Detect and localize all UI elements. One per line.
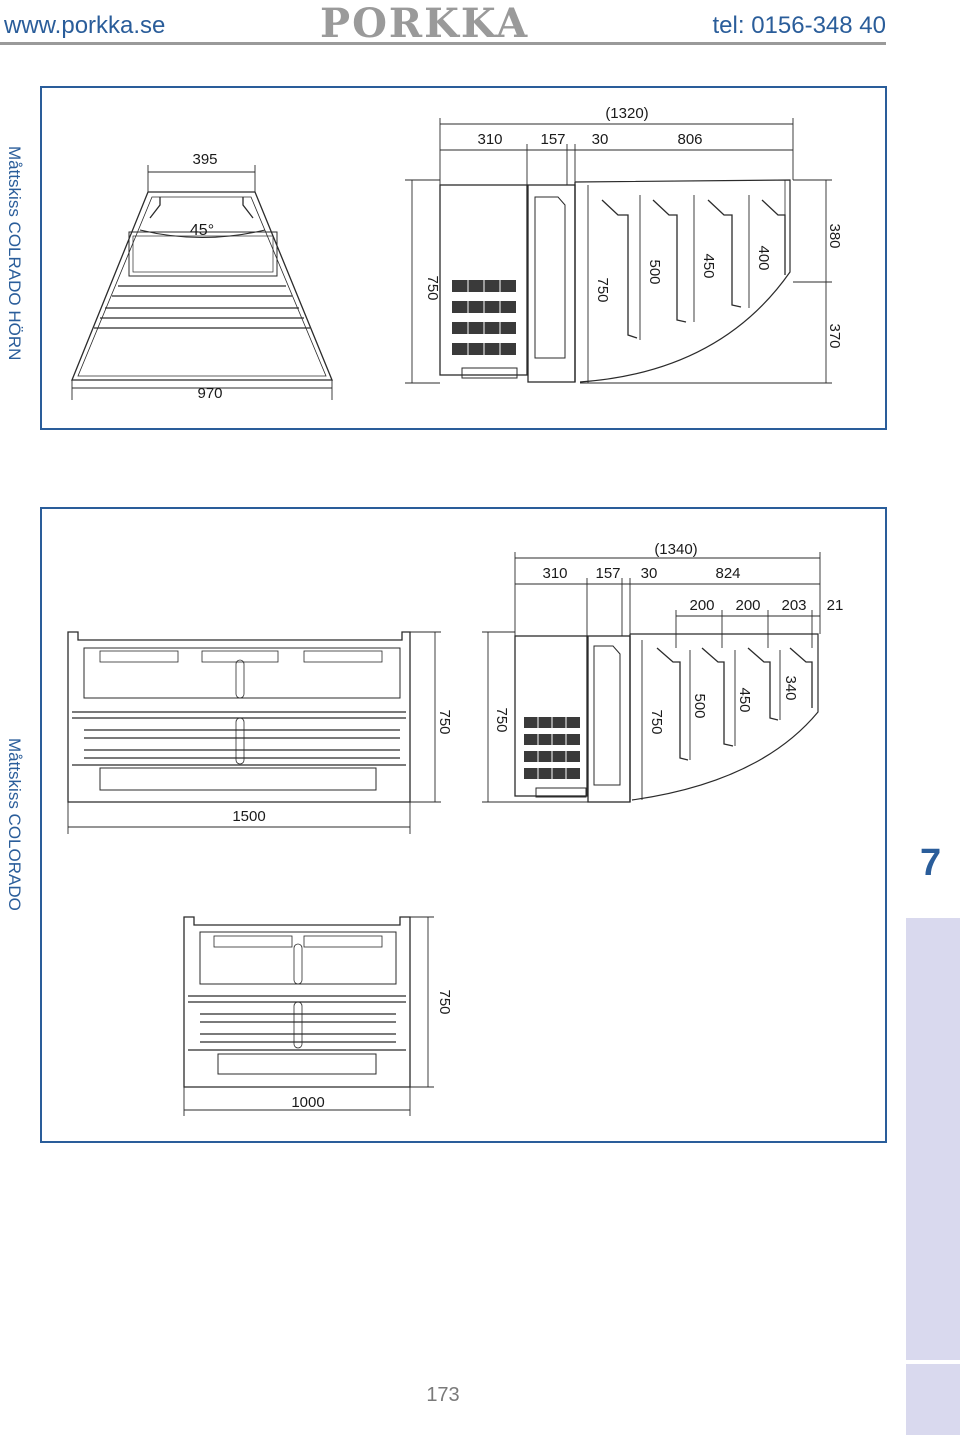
dim-corner-seg-a: 310 [477, 131, 502, 148]
chapter-tab-upper [906, 918, 960, 1360]
dim-straight-shelf-1: 500 [691, 693, 708, 718]
straight-side-dimensions [482, 552, 821, 803]
dim-straight-shelf-2: 450 [736, 687, 753, 712]
corner-vent-slots [467, 280, 501, 355]
dim-corner-shelf-1: 500 [646, 259, 663, 284]
straight-front-small-dims [183, 916, 434, 1116]
straight-front-view-small [183, 916, 411, 1088]
straight-side-view [514, 633, 819, 803]
chapter-tab-lower [906, 1364, 960, 1435]
dim-corner-front-top: 395 [192, 151, 217, 168]
dim-straight-seg-c: 30 [641, 565, 658, 582]
phone-number: tel: 0156-348 40 [712, 12, 886, 39]
dim-straight-height-mid: 750 [648, 709, 665, 734]
dim-straight-shelf-spacing-2: 200 [735, 597, 760, 614]
dim-straight-shelf-spacing-1: 200 [689, 597, 714, 614]
corner-front-dimensions [71, 165, 333, 400]
dim-corner-right-lower: 370 [826, 323, 843, 348]
dim-corner-angle: 45° [190, 222, 214, 239]
straight-front-view-large [67, 631, 411, 803]
chapter-number: 7 [920, 842, 942, 884]
dim-straight-shelf-3: 340 [782, 675, 799, 700]
straight-front-large-dims [67, 631, 441, 834]
dim-corner-seg-d: 806 [677, 131, 702, 148]
dim-straight-shelf-spacing-3: 203 [781, 597, 806, 614]
corner-side-dimensions [405, 118, 832, 384]
dim-corner-front-bottom: 970 [197, 385, 222, 402]
dim-straight-height-front-small: 750 [436, 989, 453, 1014]
dim-straight-height-side: 750 [493, 707, 510, 732]
website-link[interactable]: www.porkka.se [4, 12, 166, 39]
dim-straight-shelf-spacing-4: 21 [827, 597, 844, 614]
dim-corner-seg-c: 30 [592, 131, 609, 148]
dim-straight-seg-b: 157 [595, 565, 620, 582]
dim-corner-shelf-3: 400 [755, 245, 772, 270]
dim-straight-front-small: 1000 [291, 1094, 324, 1111]
dim-straight-total-depth: (1340) [654, 541, 697, 558]
dim-corner-right-upper: 380 [826, 223, 843, 248]
corner-front-view [71, 191, 333, 381]
dim-straight-seg-a: 310 [542, 565, 567, 582]
dim-corner-total-depth: (1320) [605, 105, 648, 122]
header-divider [0, 42, 886, 45]
straight-vent-slots [537, 717, 567, 779]
porkka-logo: PORKKA [320, 0, 530, 47]
page-header: www.porkka.se PORKKA tel: 0156-348 40 [0, 0, 960, 50]
page-number: 173 [426, 1384, 460, 1406]
straight-drawing-panel [40, 507, 887, 1143]
dim-straight-seg-d: 824 [715, 565, 740, 582]
dim-straight-front-large: 1500 [232, 808, 265, 825]
dim-corner-height-mid: 750 [594, 277, 611, 302]
corner-side-view [439, 179, 791, 383]
corner-drawing-panel [40, 86, 887, 430]
dim-corner-seg-b: 157 [540, 131, 565, 148]
dim-straight-height-front-large: 750 [436, 709, 453, 734]
dim-corner-height-left: 750 [424, 275, 441, 300]
dim-corner-shelf-2: 450 [700, 253, 717, 278]
